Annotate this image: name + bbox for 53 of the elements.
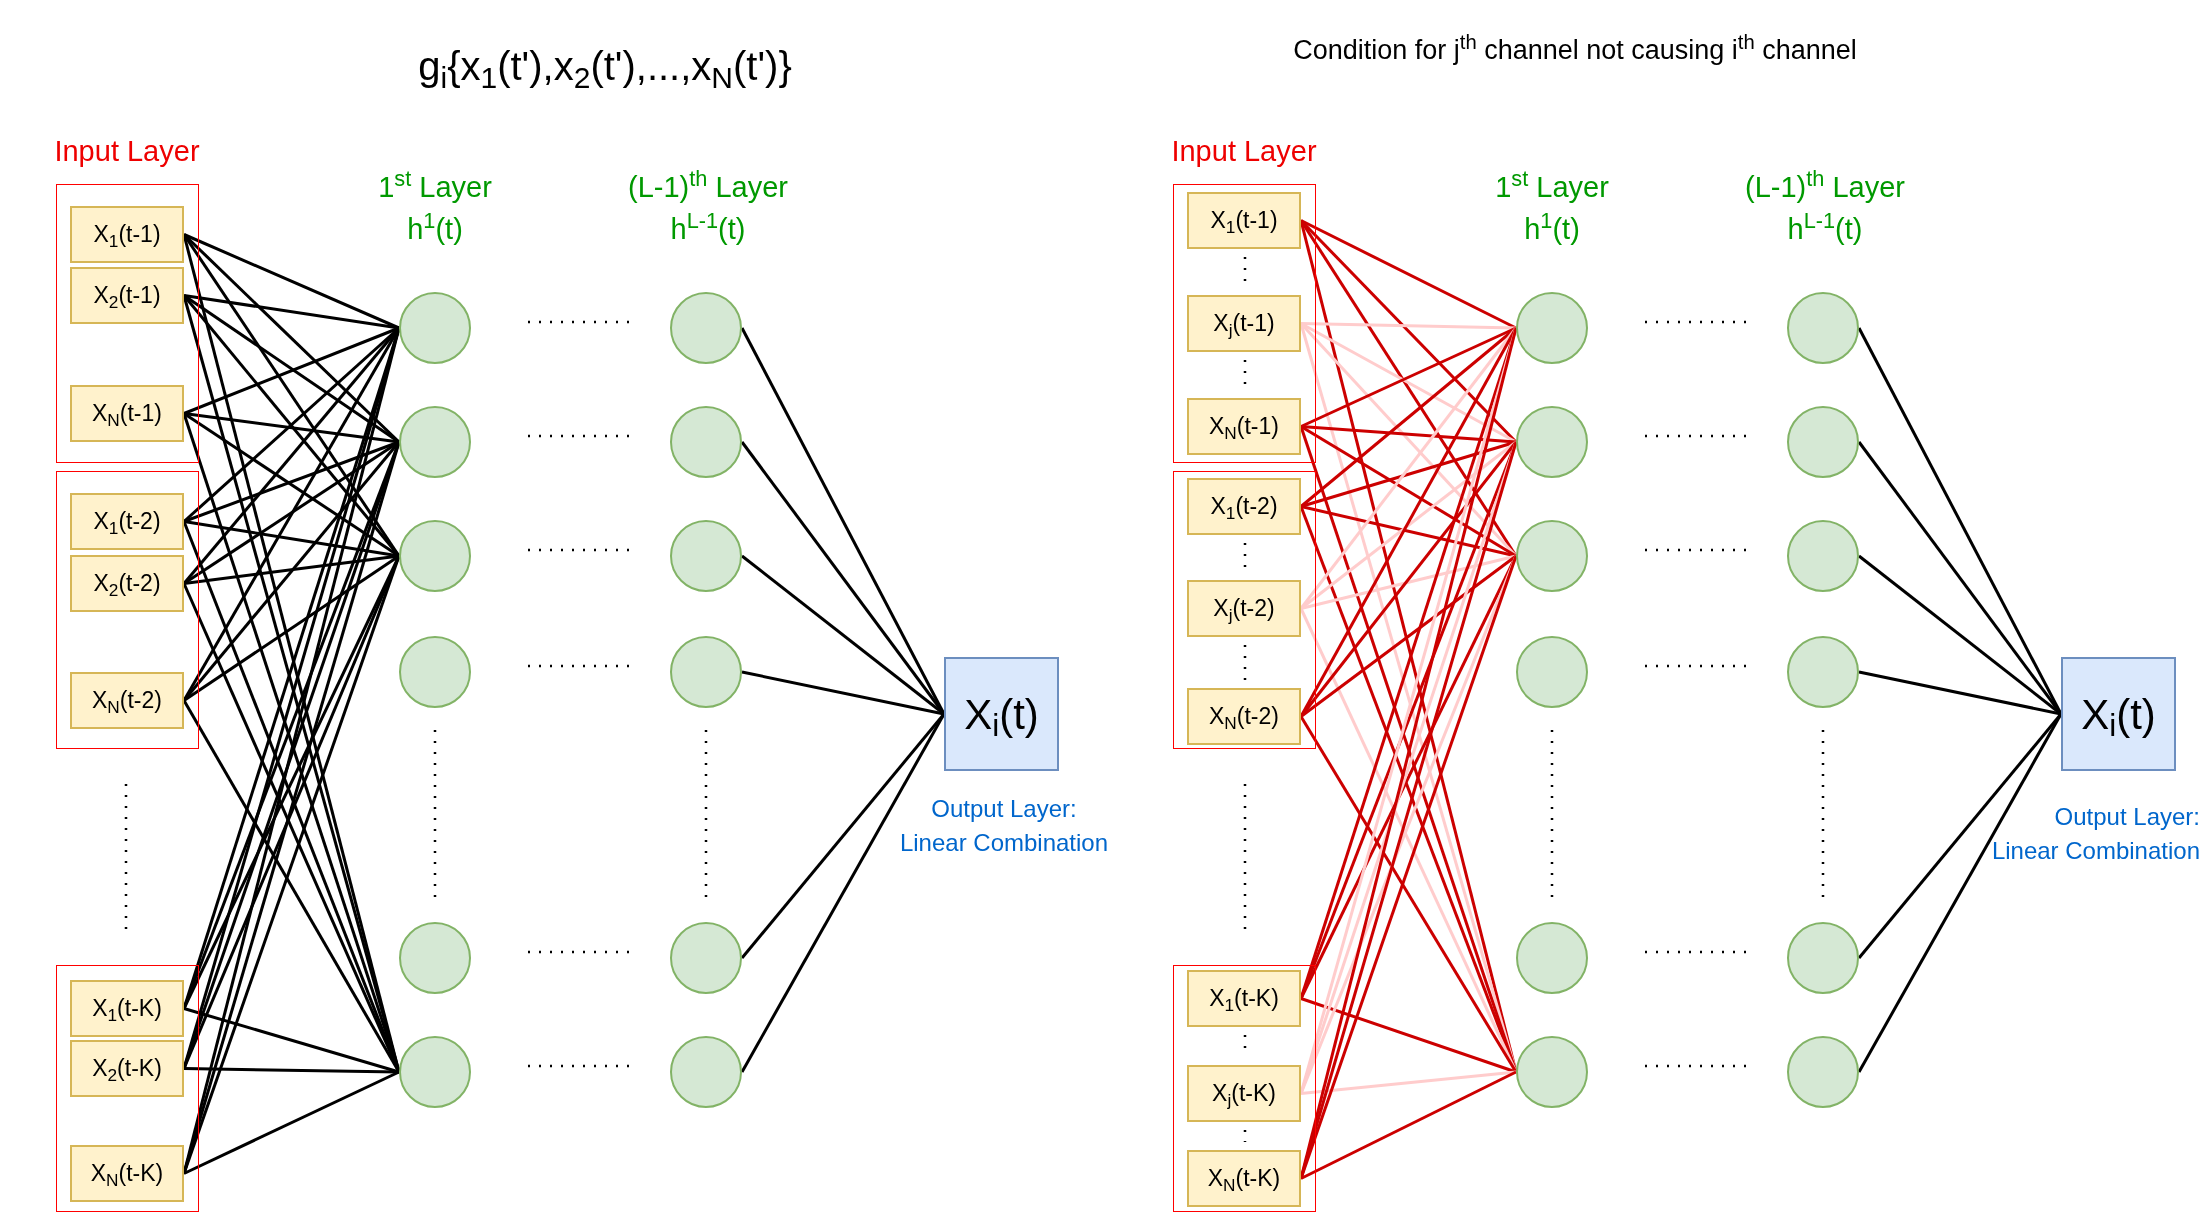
input-group-box <box>56 471 199 749</box>
layer-label: 1$^{st}$ Layer <box>1494 166 1610 205</box>
input-node-box: X$_{N}$(t-2) <box>1187 688 1301 745</box>
connection-line <box>1300 1070 1517 1180</box>
connection-line <box>1300 554 1517 718</box>
layer-label: Input Layer <box>53 134 201 169</box>
layer-label: h$^{L-1}$(t) <box>669 208 747 247</box>
layer-label: Input Layer <box>1170 134 1318 169</box>
layer-label: (L-1)$^{th}$ Layer <box>627 166 789 205</box>
output-node-box: X$_{i}$(t) <box>2061 657 2176 771</box>
input-node-box: X$_{j}$(t-1) <box>1187 295 1301 352</box>
layer-label: h$^{1}$(t) <box>406 208 464 247</box>
connection-line <box>183 1070 400 1175</box>
layer-caption: Output Layer: Linear Combination <box>1990 802 2200 866</box>
input-node-box: X$_{1}$(t-K) <box>70 980 184 1037</box>
connection-line <box>183 554 400 702</box>
input-node-box: X$_{j}$(t-K) <box>1187 1065 1301 1122</box>
connection-line <box>1300 997 1517 1074</box>
output-node-box: X$_{i}$(t) <box>944 657 1059 771</box>
connection-line <box>1300 425 1517 444</box>
connection-line <box>1300 554 1517 610</box>
input-node-box: X$_{j}$(t-2) <box>1187 580 1301 637</box>
layer-label: (L-1)$^{th}$ Layer <box>1744 166 1906 205</box>
input-node-box: X$_{2}$(t-K) <box>70 1040 184 1097</box>
connection-line <box>1300 322 1517 330</box>
input-node-box: X$_{N}$(t-2) <box>70 672 184 729</box>
layer-label: 1$^{st}$ Layer <box>377 166 493 205</box>
input-node-box: X$_{2}$(t-1) <box>70 267 184 324</box>
connection-line <box>1858 670 2062 716</box>
layer-caption: Output Layer: Linear Combination <box>898 794 1110 858</box>
input-group-box <box>56 184 199 463</box>
input-group-box <box>1173 184 1316 463</box>
input-node-box: X$_{1}$(t-1) <box>70 206 184 263</box>
input-node-box: X$_{N}$(t-1) <box>1187 398 1301 455</box>
connection-line <box>1300 326 1517 508</box>
input-group-box <box>56 965 199 1212</box>
connection-line <box>1300 1070 1517 1095</box>
input-group-box <box>1173 965 1316 1212</box>
input-node-box: X$_{N}$(t-1) <box>70 385 184 442</box>
layer-label: h$^{1}$(t) <box>1523 208 1581 247</box>
input-node-box: X$_{1}$(t-K) <box>1187 970 1301 1027</box>
input-node-box: X$_{N}$(t-K) <box>70 1145 184 1202</box>
heading: Condition for j$^{th}$ channel not causing i$^{th}$ channel <box>1292 30 1858 67</box>
input-node-box: X$_{1}$(t-2) <box>1187 478 1301 535</box>
layer-label: h$^{L-1}$(t) <box>1786 208 1864 247</box>
connection-line <box>1300 326 1517 428</box>
input-node-box: X$_{2}$(t-2) <box>70 555 184 612</box>
input-group-box <box>1173 471 1316 749</box>
input-node-box: X$_{1}$(t-2) <box>70 493 184 550</box>
connection-line <box>741 670 945 716</box>
input-node-box: X$_{1}$(t-1) <box>1187 192 1301 249</box>
heading: g$_{i}${x$_{1}$(t'),x$_{2}$(t'),...,x$_{N}$(t')} <box>417 43 793 96</box>
input-node-box: X$_{N}$(t-K) <box>1187 1150 1301 1207</box>
